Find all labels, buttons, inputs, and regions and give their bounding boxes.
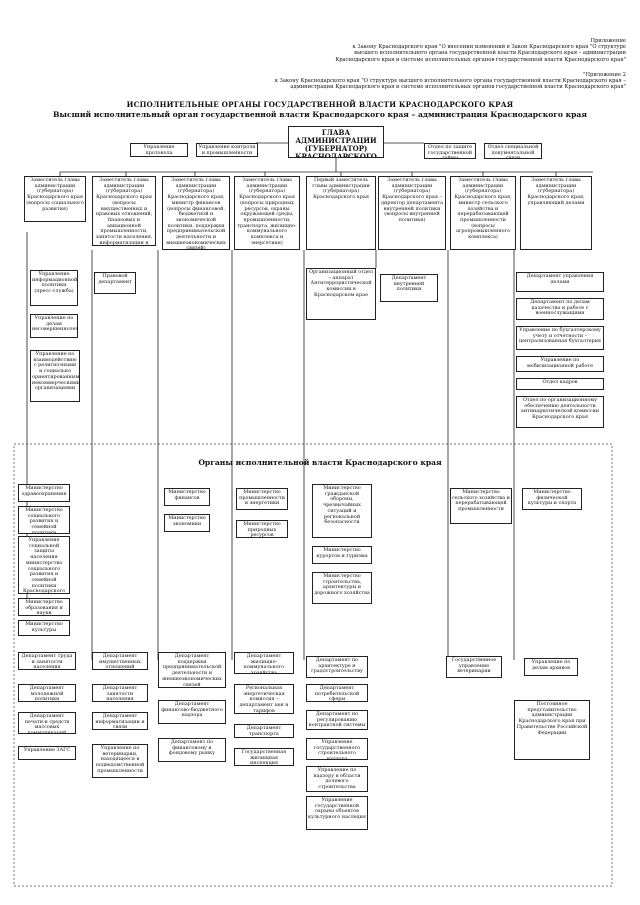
deputy-box: Заместитель главы администрации (губерна…	[378, 176, 446, 250]
right-unit-box: Департамент по делам казачества и работе…	[516, 298, 604, 320]
department-box: Департамент по регулированию контрактной…	[306, 710, 368, 730]
department-box: Управление государственного строительног…	[306, 738, 368, 760]
appendix-line: к Закону Краснодарского края "О внесении…	[352, 44, 627, 51]
appendix2-title: "Приложение 2	[583, 72, 626, 78]
department-box: Департамент финансово-бюджетного надзора	[158, 700, 226, 724]
department-box: Управление по надзору в области долевого…	[306, 766, 368, 792]
governor-box: ГЛАВА АДМИНИСТРАЦИИ (ГУБЕРНАТОР) КРАСНОД…	[288, 126, 384, 158]
ministry-box: Министерство сельского хозяйства и перер…	[450, 488, 512, 524]
ministry-box: Министерство курортов и туризма	[312, 546, 372, 564]
department-box: Департамент молодежной политики	[18, 684, 76, 702]
unit-box: Управление контроля и промышленности	[196, 143, 258, 157]
department-box: Государственная жилищная инспекция	[234, 748, 294, 766]
sub-unit-box: Управление по взаимодействию с религиозн…	[30, 350, 80, 402]
department-box: Департамент транспорта	[234, 724, 294, 738]
department-box: Государственное управление ветеринарии	[446, 656, 502, 678]
ministry-box: Министерство образования и науки	[18, 598, 70, 616]
ministry-box: Министерство финансов	[164, 488, 210, 506]
ministry-box: Управление социальной защиты населения м…	[18, 536, 70, 594]
ministry-box: Министерство строительства, архитектуры …	[312, 572, 372, 604]
department-box: Управление по ветеринарии, находящееся в…	[92, 744, 148, 778]
ministry-box: Министерство социального развития и семе…	[18, 506, 70, 534]
ministry-box: Министерство гражданской обороны, чрезвы…	[312, 484, 372, 538]
ministry-box: Министерство экономики	[164, 514, 210, 532]
deputy-box: Заместитель главы администрации (губерна…	[162, 176, 230, 250]
right-unit-box: Отдел кадров	[516, 378, 604, 390]
department-box: Региональная энергетическая комиссия – д…	[234, 684, 294, 714]
sub-unit-box: Управление информационной политики (прес…	[30, 270, 78, 306]
unit-box: Отдел специальной документальной связи	[484, 143, 542, 159]
ministry-box: Министерство культуры	[18, 620, 70, 636]
deputy-box: Заместитель главы администрации (губерна…	[92, 176, 156, 246]
ministry-box: Министерство природных ресурсов	[236, 520, 288, 538]
ministry-box: Министерство физической культуры и спорт…	[522, 488, 582, 510]
right-unit-box: Департамент управления делами	[516, 272, 604, 292]
department-box: Департамент имущественных отношений	[92, 652, 148, 670]
appendix2-header: "Приложение 2 к Закону Краснодарского кр…	[275, 72, 626, 91]
deputy-box: Заместитель главы администрации (губерна…	[520, 176, 592, 250]
org-dept-box: Организационный отдел – аппарат Антитерр…	[306, 268, 376, 320]
deputy-box: Заместитель главы администрации (губерна…	[450, 176, 516, 250]
unit-box: Управление протокола	[130, 143, 188, 157]
ministry-box: Министерство промышленности и энергетики	[236, 488, 288, 510]
unit-box: Отдел по защите государственной тайны	[424, 143, 476, 159]
department-box: Департамент потребительской сферы	[306, 684, 368, 702]
right-unit-box: Отдел по организационному обеспечению де…	[516, 396, 604, 428]
inner-policy-dept-box: Департамент внутренней политики	[380, 274, 438, 302]
appendix-header: Приложение к Закону Краснодарского края …	[335, 38, 626, 63]
ministry-box: Министерство здравоохранения	[18, 484, 70, 502]
legal-dept-box: Правовой департамент	[94, 272, 136, 294]
department-box: Департамент поддержки предпринимательско…	[158, 652, 226, 688]
department-box: Департамент печати и средств массовых ко…	[18, 712, 76, 734]
page-subtitle: Высший исполнительный орган государствен…	[53, 110, 587, 119]
department-box: Постоянное представительство администрац…	[514, 700, 590, 760]
department-box: Управление государственной охраны объект…	[306, 796, 368, 830]
department-box: Управление по делам архивов	[524, 658, 578, 676]
deputy-box: Заместитель главы администрации (губерна…	[24, 176, 86, 222]
appendix-line: высшего исполнительного органа государст…	[354, 50, 626, 57]
organs-title: Органы исполнительной власти Краснодарск…	[198, 458, 442, 467]
appendix2-line: администрации Краснодарского края и сист…	[290, 84, 626, 91]
sub-unit-box: Управление по делам несовершеннолетних	[30, 314, 78, 338]
right-unit-box: Управление по мобилизационной работе	[516, 356, 604, 372]
deputy-box: Заместитель главы администрации (губерна…	[234, 176, 300, 250]
appendix-title: Приложение	[590, 38, 626, 44]
appendix-line: Краснодарского края и системе исполнител…	[335, 56, 626, 63]
department-box: Департамент по финансовому и фондовому р…	[158, 738, 226, 762]
page-title: ИСПОЛНИТЕЛЬНЫЕ ОРГАНЫ ГОСУДАРСТВЕННОЙ ВЛ…	[126, 100, 514, 109]
department-box: Департамент информатизации и связи	[92, 712, 148, 730]
right-unit-box: Управление по бухгалтерскому учету и отч…	[516, 326, 604, 350]
appendix2-line: к Закону Краснодарского края "О структур…	[274, 78, 626, 85]
department-box: Департамент занятости населения	[92, 684, 148, 702]
deputy-box: Первый заместитель главы администрации (…	[306, 176, 376, 250]
department-box: Департамент жилищно-коммунального хозяйс…	[234, 652, 294, 674]
department-box: Управление ЗАГС	[18, 746, 76, 760]
department-box: Департамент труда и занятости населения	[18, 652, 76, 670]
department-box: Департамент по архитектуре и градостроит…	[306, 656, 368, 678]
